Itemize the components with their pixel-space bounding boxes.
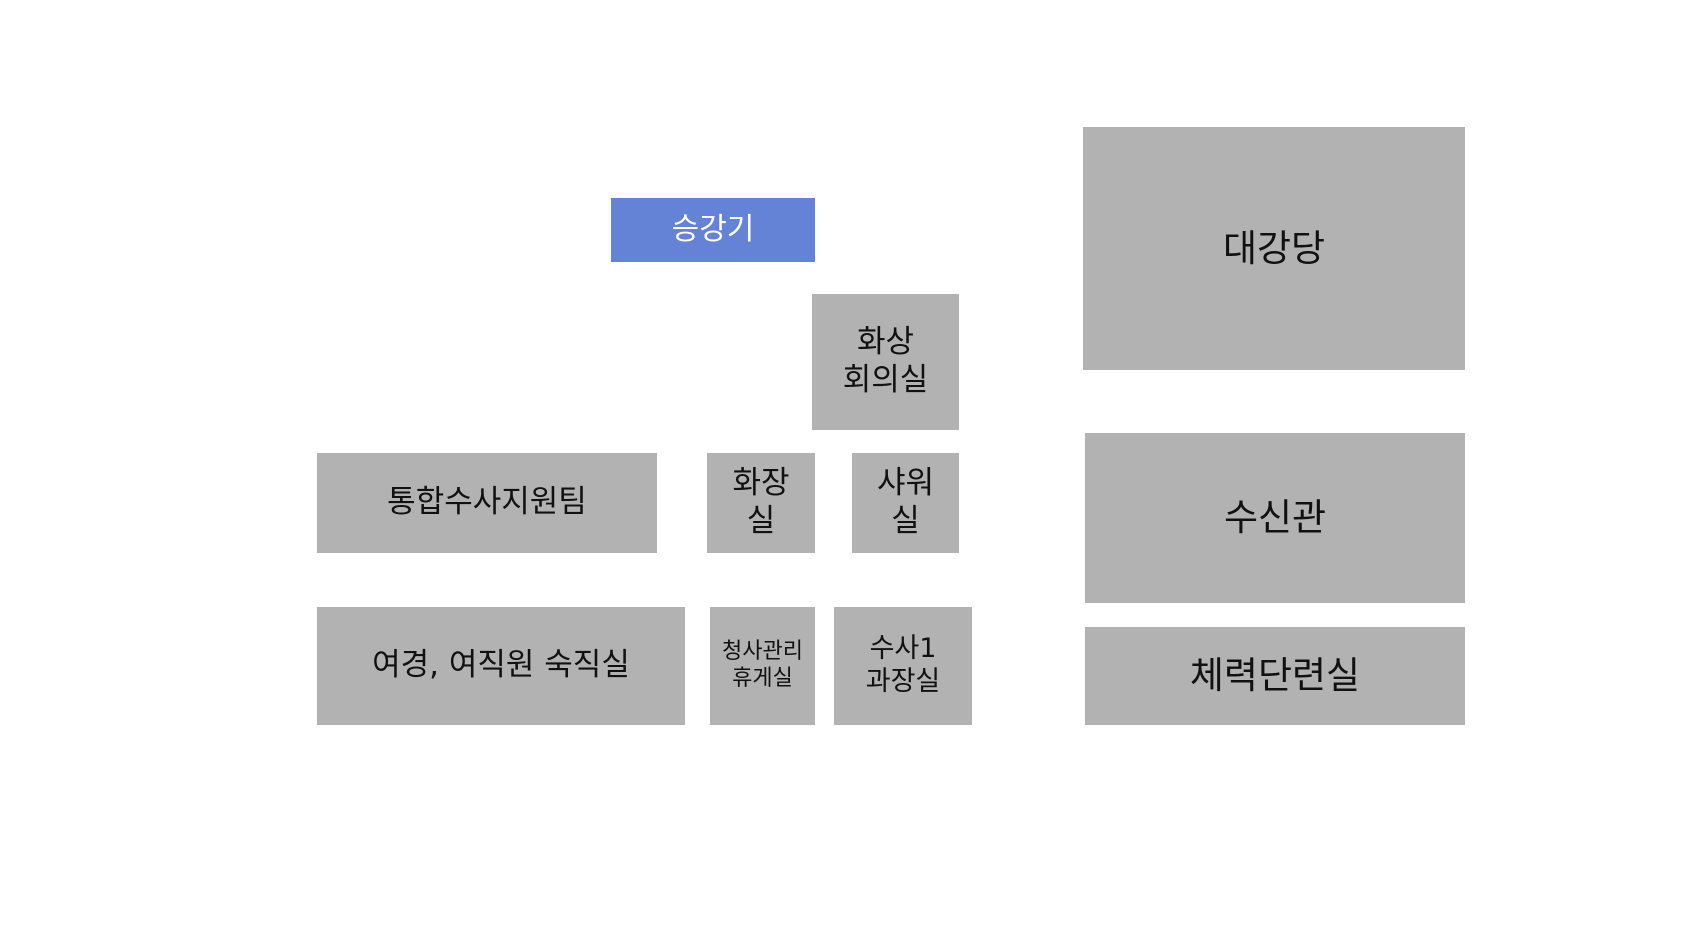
- fitness-room: 체력단련실: [1085, 627, 1465, 725]
- building-management-lounge: 청사관리 휴게실: [710, 607, 815, 725]
- night-duty-room: 여경, 여직원 숙직실: [317, 607, 685, 725]
- video-conference-room-label: 화상 회의실: [842, 324, 929, 398]
- fitness-room-label: 체력단련실: [1189, 654, 1361, 698]
- reception-hall: 수신관: [1085, 433, 1465, 603]
- elevator-box: 승강기: [611, 198, 815, 262]
- investigation-chief-office: 수사1 과장실: [834, 607, 972, 725]
- reception-hall-label: 수신관: [1223, 496, 1327, 540]
- elevator-label: 승강기: [671, 211, 755, 247]
- video-conference-room: 화상 회의실: [812, 294, 959, 430]
- integrated-investigation-team-room: 통합수사지원팀: [317, 453, 657, 553]
- building-management-lounge-label: 청사관리 휴게실: [722, 639, 803, 691]
- restroom-label: 화장 실: [732, 465, 790, 539]
- auditorium-label: 대강당: [1222, 226, 1326, 270]
- restroom: 화장 실: [707, 453, 815, 553]
- integrated-investigation-team-label: 통합수사지원팀: [387, 484, 587, 521]
- shower-room: 샤워 실: [852, 453, 959, 553]
- investigation-chief-office-label: 수사1 과장실: [865, 633, 941, 697]
- auditorium: 대강당: [1083, 127, 1465, 370]
- shower-room-label: 샤워 실: [876, 465, 935, 539]
- night-duty-room-label: 여경, 여직원 숙직실: [372, 647, 630, 684]
